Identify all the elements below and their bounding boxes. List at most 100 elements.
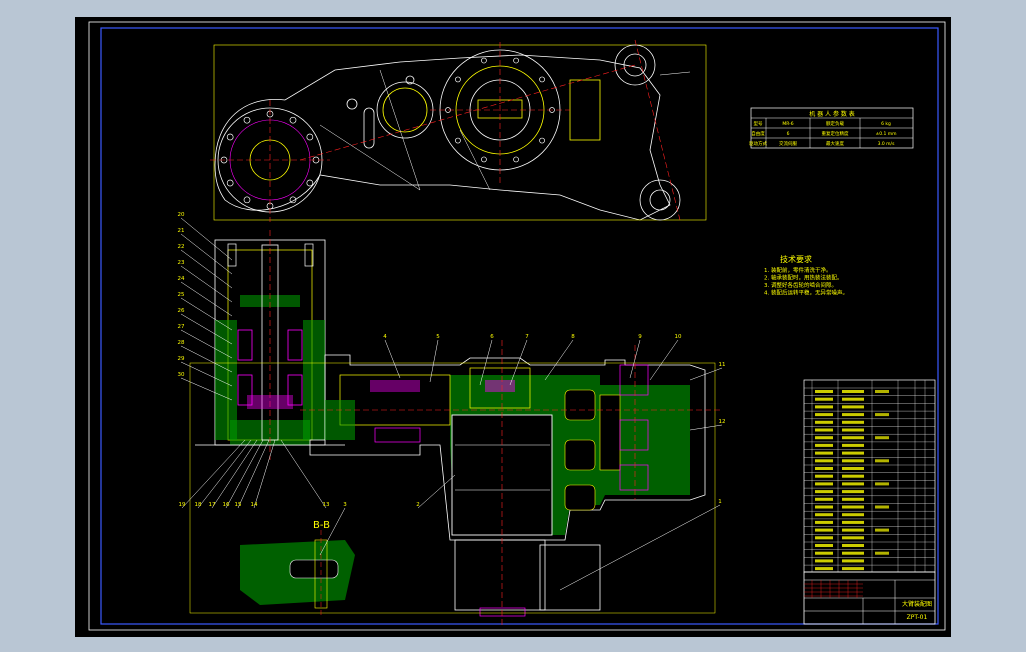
parts-list-entry xyxy=(815,544,833,547)
leader-line xyxy=(280,439,327,509)
bolt-hole xyxy=(306,133,314,141)
leader-lines-top xyxy=(319,69,691,191)
parts-list-entry xyxy=(815,459,833,463)
leader-line xyxy=(180,249,233,289)
param-table-cell: 最大速度 xyxy=(826,140,844,147)
sheet-inner-frame xyxy=(100,27,939,625)
parts-list-entry xyxy=(842,559,864,563)
parts-list-entry xyxy=(842,467,864,470)
parts-list-entry xyxy=(842,505,864,509)
param-table-cell: 重复定位精度 xyxy=(822,130,849,137)
part-balloon: 24 xyxy=(178,276,185,282)
parts-list-entry xyxy=(815,397,833,401)
shaft-section-view xyxy=(195,230,345,460)
parts-list-entry xyxy=(815,451,833,455)
title-block: 大臂装配图 ZPT-01 xyxy=(803,571,936,625)
part-balloon: 27 xyxy=(178,324,185,330)
parts-list-entry xyxy=(815,505,833,509)
tech-requirements: 技术要求 1. 装配前，零件清洗干净。2. 轴承装配时，用热装法装配。3. 调整… xyxy=(764,254,848,297)
leader-line xyxy=(429,339,439,383)
parts-list-entry xyxy=(815,490,833,494)
parts-list-entry xyxy=(842,428,864,432)
parts-list-entry xyxy=(815,443,833,447)
param-table-cell: 型号 xyxy=(754,120,763,127)
leader-line xyxy=(689,424,723,431)
part-balloon: 28 xyxy=(178,340,185,346)
parts-list-entry xyxy=(842,390,864,393)
parts-list-entry xyxy=(842,528,864,532)
parts-list-entry xyxy=(815,497,833,501)
param-table-cell: 6 xyxy=(787,131,790,137)
part-balloon: 14 xyxy=(251,502,258,508)
parts-list-entry xyxy=(815,559,833,563)
arm-cross-section xyxy=(189,340,720,625)
parts-list-entry xyxy=(815,467,833,470)
parts-list-entry xyxy=(875,551,889,555)
leader-line xyxy=(649,339,679,381)
part-balloon: 10 xyxy=(675,334,682,340)
part-balloon: 30 xyxy=(178,372,185,378)
parts-list-entry xyxy=(815,413,833,417)
part-balloon: 20 xyxy=(178,212,185,218)
parts-list-entry xyxy=(815,513,833,517)
parts-list-entry xyxy=(875,482,889,486)
part-balloon: 11 xyxy=(719,362,726,368)
parts-list-entry xyxy=(875,528,889,532)
leader-line xyxy=(225,439,264,509)
part-balloon: 4 xyxy=(383,334,387,340)
param-table-cell: 自由度 xyxy=(751,130,765,137)
section-bb-label: B-B xyxy=(313,520,330,531)
leader-line xyxy=(417,474,456,509)
parts-list-entry xyxy=(815,482,833,486)
parts-list-entry xyxy=(815,390,833,393)
title-block-drawing-number: ZPT-01 xyxy=(907,614,928,621)
leader-line xyxy=(180,217,233,261)
parts-list-entry xyxy=(842,520,864,524)
bolt-hole xyxy=(513,156,519,163)
leader-line xyxy=(544,339,574,381)
param-table-cell: ±0.1 mm xyxy=(875,131,896,137)
parts-list-entry xyxy=(815,405,833,409)
bolt-hole xyxy=(289,196,297,204)
parts-list-entry xyxy=(815,551,833,555)
parts-list-entry xyxy=(875,413,889,417)
center-lines-top xyxy=(210,39,681,222)
parts-list-entry xyxy=(875,436,889,440)
bolt-hole xyxy=(539,137,545,144)
parts-list xyxy=(803,379,936,573)
leader-line xyxy=(197,439,252,509)
leader-line xyxy=(211,439,258,509)
parts-list-entry xyxy=(815,428,833,432)
title-block-drawing-name: 大臂装配图 xyxy=(902,600,932,608)
parts-list-entry xyxy=(875,505,889,509)
parts-list-entry xyxy=(842,497,864,501)
param-table-title: 机 器 人 参 数 表 xyxy=(809,110,855,118)
parts-list-entry xyxy=(815,567,833,571)
leader-line xyxy=(180,313,233,345)
parts-list-entry xyxy=(875,459,889,463)
leader-line xyxy=(237,439,270,509)
part-balloon: 3 xyxy=(343,502,347,508)
leader-line xyxy=(180,265,233,303)
param-table-cell: 交流伺服 xyxy=(779,140,797,147)
part-balloon: 15 xyxy=(235,502,242,508)
leader-line xyxy=(180,233,233,275)
bolt-hole xyxy=(289,116,297,124)
part-balloon: 19 xyxy=(179,502,186,508)
part-balloon: 21 xyxy=(178,228,185,234)
sheet-outer-border xyxy=(88,21,946,631)
parts-list-entry xyxy=(815,420,833,424)
leader-line xyxy=(479,339,493,386)
param-table-cell: 驱动方式 xyxy=(749,140,767,147)
tech-requirement-line: 3. 调整好各齿轮的啮合间隙。 xyxy=(764,281,837,289)
part-balloon: 23 xyxy=(178,260,185,266)
parts-list-entry xyxy=(842,405,864,409)
part-balloon: 25 xyxy=(178,292,185,298)
tech-requirement-line: 2. 轴承装配时，用热装法装配。 xyxy=(764,274,843,282)
section-bb-detail: B-B xyxy=(240,520,355,615)
part-balloon: 17 xyxy=(209,502,216,508)
parts-list-entry xyxy=(842,513,864,517)
part-balloon: 18 xyxy=(195,502,202,508)
